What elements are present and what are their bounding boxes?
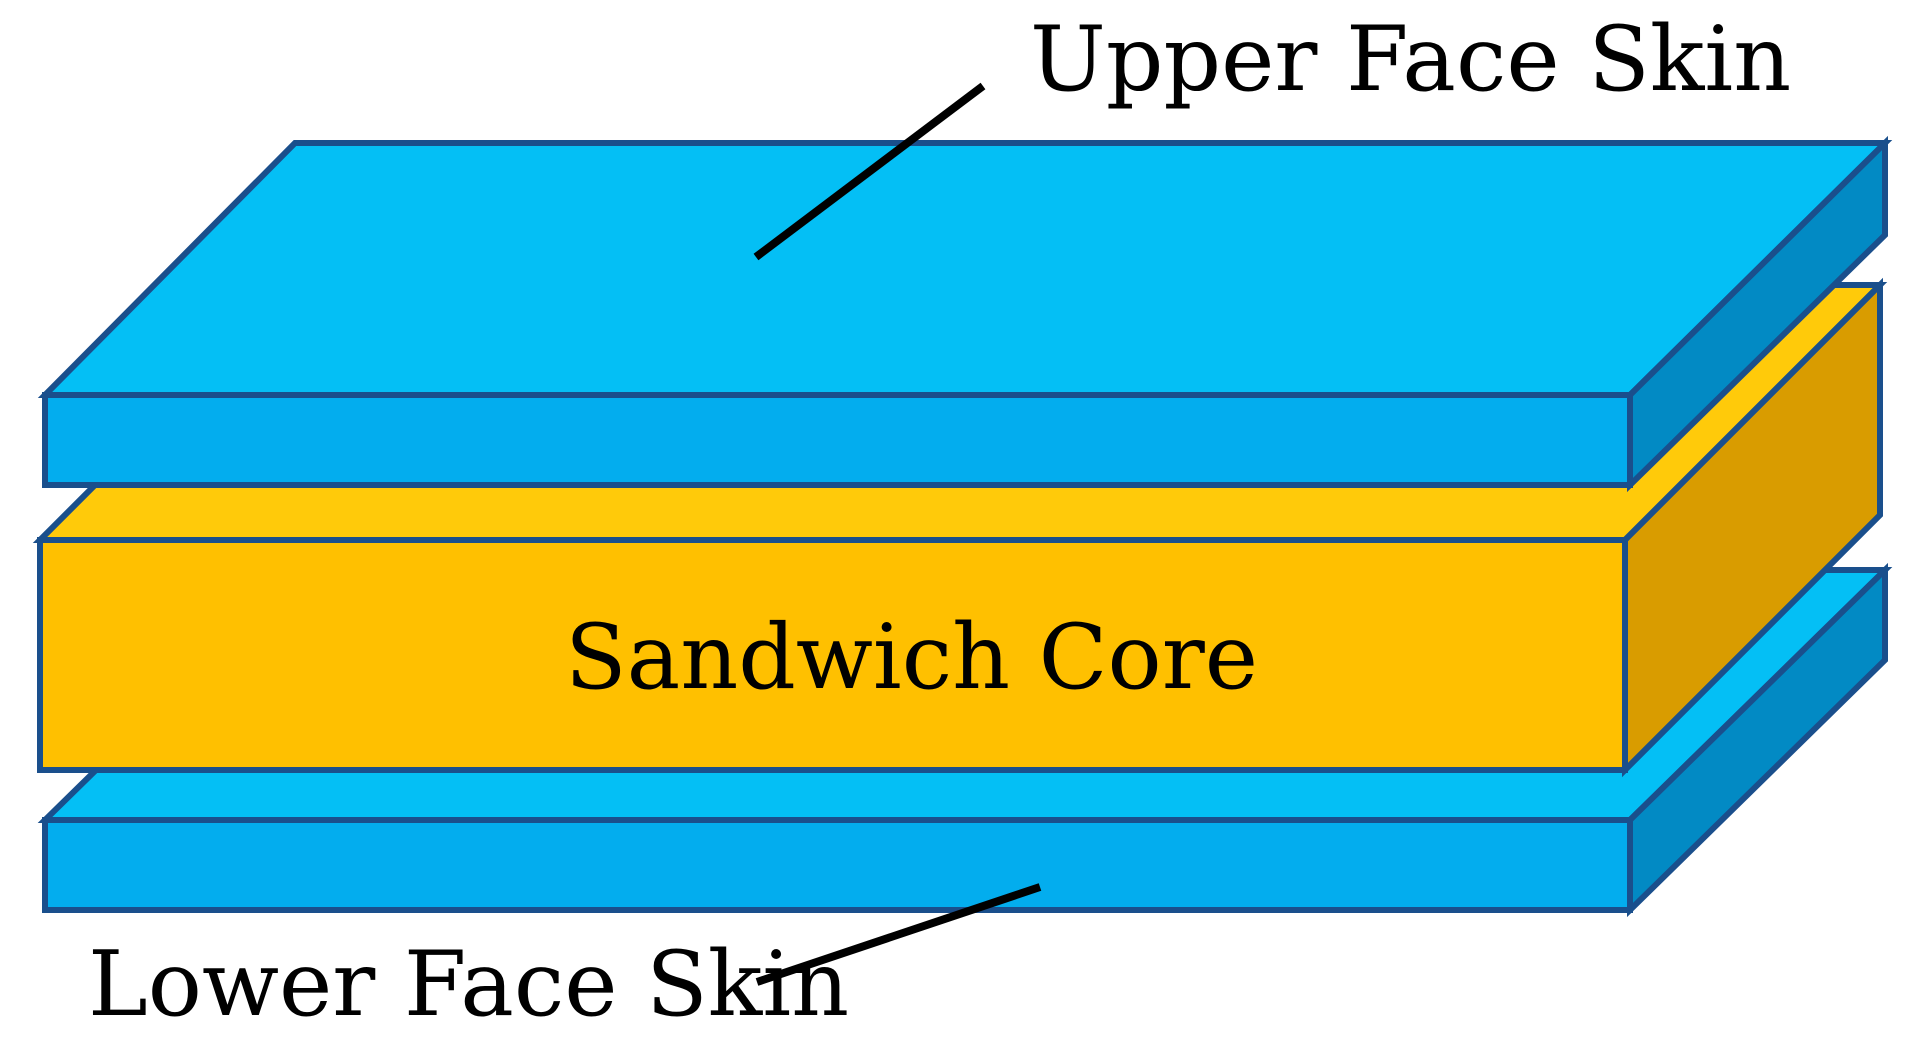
lower-face-skin-label: Lower Face Skin xyxy=(88,932,849,1037)
upper-face-skin-leader-line xyxy=(753,82,986,261)
upper-face-skin-label: Upper Face Skin xyxy=(1030,7,1791,112)
core-front-face xyxy=(37,537,1628,773)
lower-skin-front-face xyxy=(42,817,1633,913)
lower-face-skin-leader-line xyxy=(755,883,1042,986)
upper-skin-front-face xyxy=(42,392,1633,488)
upper-face-skin xyxy=(37,135,1893,493)
upper-skin-top-face xyxy=(37,140,1893,398)
sandwich-core-label: Sandwich Core xyxy=(565,605,1258,710)
